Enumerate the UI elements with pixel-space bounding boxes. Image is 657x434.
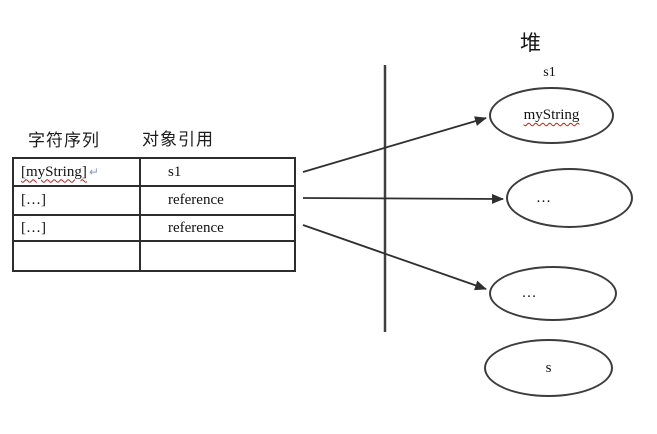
heap-node-ellipsis-2: … [489, 266, 617, 321]
cell-sequence: [myString]↵ [12, 157, 141, 187]
heap-node-ellipsis-1: … [506, 168, 633, 228]
stack-header-object-reference: 对象引用 [142, 130, 214, 150]
table-row [12, 240, 296, 272]
cell-reference [139, 240, 296, 272]
heap-label: 堆 [520, 31, 541, 55]
cell-reference: reference [139, 214, 296, 242]
heap-node-mystring: myString [489, 87, 614, 144]
arrow-row3-to-node3 [302, 224, 487, 291]
node-tag-s1: s1 [543, 65, 556, 80]
heap-node-text: s [545, 359, 552, 376]
arrow-row2-to-node2 [302, 193, 504, 204]
arrow-row1-to-mystring [302, 116, 487, 173]
table-row: […] reference [12, 185, 296, 216]
cell-sequence [12, 240, 141, 272]
table-row: […] reference [12, 214, 296, 242]
stack-header-char-sequence: 字符序列 [28, 131, 100, 151]
cell-sequence-text: [myString] [21, 163, 87, 180]
heap-node-text: … [536, 189, 551, 206]
cell-sequence: […] [12, 185, 141, 216]
stack-table: [myString]↵ s1 […] reference […] referen… [12, 157, 296, 272]
cell-reference: reference [139, 185, 296, 216]
heap-node-text: myString [523, 107, 580, 123]
cell-reference: s1 [139, 157, 296, 187]
heap-node-text: … [521, 285, 537, 301]
heap-node-s: s [484, 339, 613, 397]
line-break-mark-icon: ↵ [88, 164, 99, 179]
table-row: [myString]↵ s1 [12, 157, 296, 187]
cell-sequence: […] [12, 214, 141, 242]
